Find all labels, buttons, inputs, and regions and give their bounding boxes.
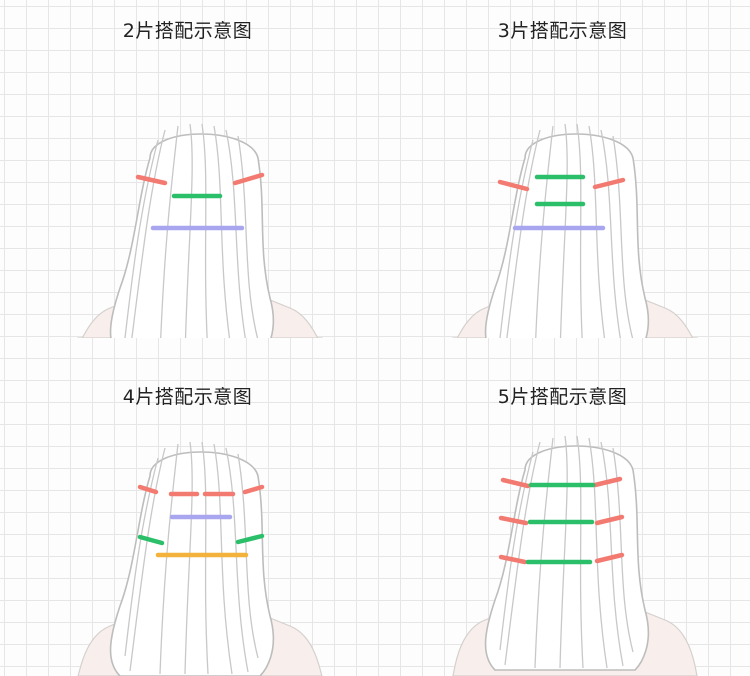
hair-clip (594, 552, 625, 564)
hair-clip (497, 179, 530, 192)
hair-strand (201, 441, 209, 675)
hair-back-drawing (452, 123, 698, 338)
hair-clip (498, 515, 529, 526)
hair-strand (201, 123, 208, 338)
hair-strand (184, 441, 193, 675)
hair-strand (559, 123, 568, 338)
panel-title: 3片搭配示意图 (497, 20, 628, 42)
hair-strand (600, 441, 624, 667)
hair-strand (612, 135, 634, 338)
hair-strand (129, 447, 166, 672)
hair-back-drawing (77, 123, 323, 338)
hair-illustration (77, 441, 323, 676)
hair-clip (242, 484, 265, 495)
hair-strand (576, 435, 584, 669)
hair-outline (109, 133, 275, 338)
hair-clip (135, 174, 168, 186)
hair-strand (499, 451, 534, 651)
diagram-panel-5: 5片搭配示意图 (375, 368, 750, 676)
hair-back-drawing (77, 441, 323, 676)
hair-strand (237, 453, 259, 659)
hair-clips (498, 476, 625, 565)
hair-clip (592, 476, 623, 488)
hair-strand (237, 135, 259, 338)
hair-clip (232, 172, 265, 186)
hair-illustration (452, 123, 698, 338)
diagram-panel-2: 2片搭配示意图 (0, 0, 375, 338)
diagram-panel-3: 3片搭配示意图 (375, 0, 750, 338)
hair-strand (576, 123, 583, 338)
hair-strand (504, 441, 541, 666)
hair-clips (497, 174, 626, 231)
hair-strand (600, 129, 621, 338)
hair-clip (594, 514, 625, 526)
hair-strand (124, 457, 159, 657)
diagram-panel-4: 4片搭配示意图 (0, 368, 375, 676)
hair-strand (131, 129, 166, 338)
hair-clips (135, 172, 265, 231)
hair-clips (137, 484, 265, 558)
hair-illustration (452, 435, 698, 676)
hair-strand (124, 139, 159, 338)
hair-strand (160, 125, 179, 338)
hair-strand (159, 443, 179, 675)
hair-strand (184, 123, 193, 338)
hair-clip (500, 477, 531, 489)
hair-clip (137, 534, 165, 546)
hair-strand (213, 443, 233, 675)
hair-strand (499, 139, 534, 338)
panel-title: 5片搭配示意图 (497, 386, 628, 408)
hair-clip (235, 533, 265, 545)
hair-illustration (77, 123, 323, 338)
hair-clip (498, 554, 528, 565)
hair-strand (225, 129, 246, 338)
hair-strand (535, 125, 554, 338)
hair-clip (592, 177, 626, 190)
hair-clip (137, 484, 159, 495)
hair-strand (534, 437, 554, 669)
hair-back-drawing (452, 435, 698, 676)
hair-outline (109, 451, 275, 676)
hair-outline (484, 445, 650, 671)
hair-strand (588, 437, 608, 669)
panel-title: 4片搭配示意图 (122, 386, 253, 408)
panel-title: 2片搭配示意图 (122, 20, 253, 42)
